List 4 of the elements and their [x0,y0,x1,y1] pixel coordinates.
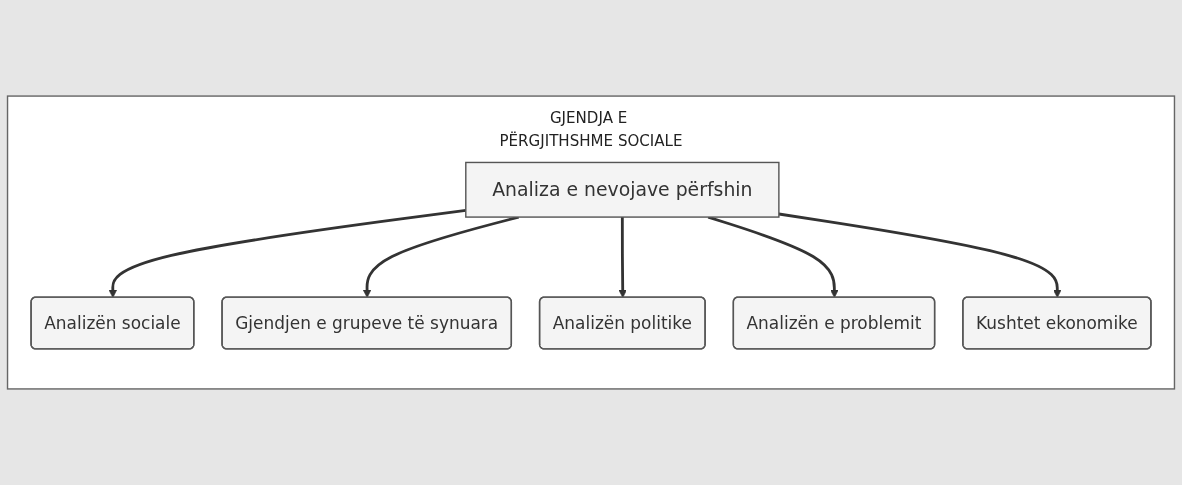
arrow [618,217,627,298]
arrow [108,209,466,298]
arrow [778,212,1062,298]
node-box: Analiza e nevojave përfshin [465,161,780,218]
